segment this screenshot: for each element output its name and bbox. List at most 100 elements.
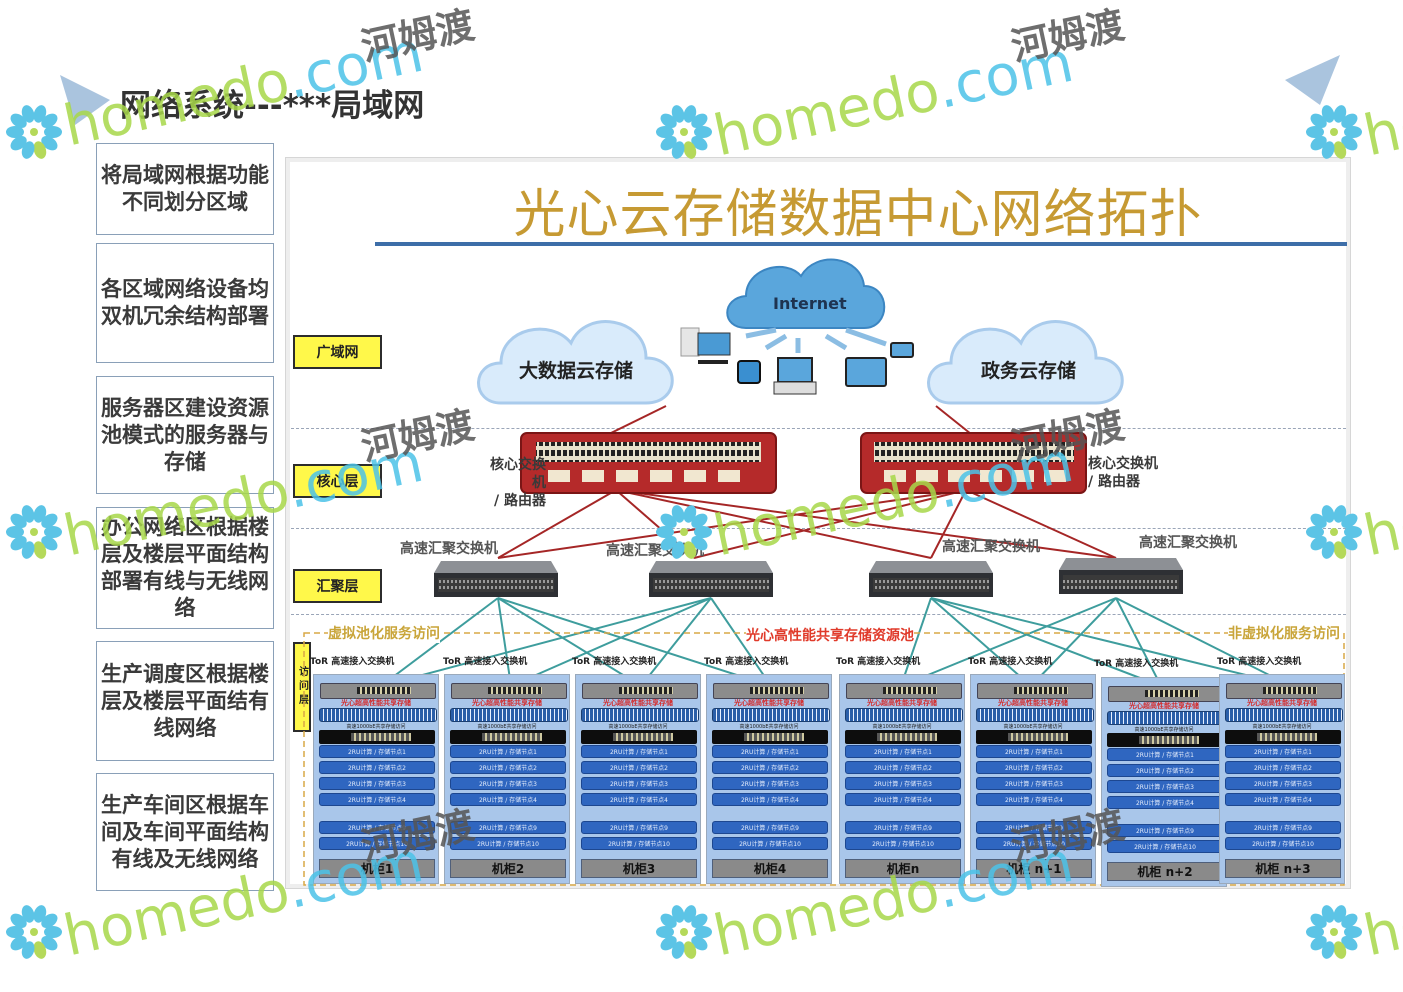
rack-net-title: 高速1000bE共享存储访问 [477, 724, 537, 730]
left-box-dispatch-zone: 生产调度区根据楼层及楼层平面结有线网络 [96, 641, 274, 761]
topology-diagram: 光心云存储数据中心网络拓扑 广域网 核心层 汇聚层 访问层 [285, 157, 1351, 889]
homedo-flower-logo-icon [656, 505, 712, 559]
disk-array-icon [712, 708, 830, 722]
rack-net-title: 高速1000bE共享存储访问 [872, 724, 932, 730]
storage-switch-icon [581, 730, 697, 744]
compute-storage-node: 2RU计算 / 存储节点10 [1225, 837, 1341, 850]
tor-switch-icon [582, 683, 698, 699]
compute-storage-node: 2RU计算 / 存储节点2 [319, 761, 435, 774]
petal [1321, 905, 1335, 923]
watermark-cn: 河姆渡 [357, 2, 479, 70]
core-label-line: 核心交换机 [1088, 456, 1158, 472]
bigdata-cloud-icon [477, 320, 674, 405]
watermark-brand: homedo [1358, 858, 1403, 970]
core-switch-right-icon [860, 432, 1087, 494]
rack-storage-title: 光心超高性能共享存储 [341, 699, 411, 707]
rack-name: 机柜 n+2 [1107, 862, 1223, 881]
petal [683, 505, 697, 523]
petal [1333, 141, 1347, 159]
compute-storage-node: 2RU计算 / 存储节点2 [976, 761, 1092, 774]
compute-storage-node: 2RU计算 / 存储节点9 [976, 821, 1092, 834]
layer-divider [291, 428, 1346, 429]
petal [41, 513, 58, 529]
switch-ports [883, 687, 937, 694]
petal [1310, 935, 1327, 951]
flower-center [30, 128, 38, 136]
petal [1321, 505, 1335, 523]
diagram-title: 光心云存储数据中心网络拓扑 [513, 185, 1203, 245]
petal [1333, 505, 1347, 523]
homedo-flower-logo-icon [6, 105, 62, 159]
petal [10, 113, 27, 129]
compute-storage-node: 2RU计算 / 存储节点3 [712, 777, 828, 790]
compute-storage-node: 2RU计算 / 存储节点1 [976, 745, 1092, 758]
petal [1344, 126, 1362, 138]
compute-storage-node: 2RU计算 / 存储节点4 [450, 793, 566, 806]
decorative-triangle-icon [1285, 55, 1340, 105]
rack-storage-title: 光心超高性能共享存储 [1247, 699, 1317, 707]
petal [660, 135, 677, 151]
internet-cloud-label: Internet [773, 294, 847, 313]
internet-cloud-icon [726, 258, 886, 329]
petal [683, 541, 697, 559]
petal [1333, 105, 1347, 123]
switch-ports [877, 733, 937, 741]
petal [671, 905, 685, 923]
petal [691, 135, 708, 151]
petal [21, 905, 35, 923]
rack-storage-title: 光心超高性能共享存储 [603, 699, 673, 707]
petal [10, 913, 27, 929]
petal [1333, 905, 1347, 923]
petal [671, 105, 685, 123]
storage-switch-icon [845, 730, 961, 744]
storage-switch-icon [712, 730, 828, 744]
petal [33, 105, 47, 123]
flower-center [1330, 928, 1338, 936]
agg-switch-3-icon [869, 561, 993, 597]
zone-label-virtual: 虚拟池化服务访问 [328, 623, 440, 643]
agg-switch-4-label: 高速汇聚交换机 [1139, 535, 1237, 551]
page-title: 网络系统---***局域网 [120, 88, 425, 124]
compute-storage-node: 2RU计算 / 存储节点4 [845, 793, 961, 806]
petal [21, 105, 35, 123]
switch-ports [1008, 733, 1068, 741]
petal [671, 541, 685, 559]
tor-switch-label: ToR 高速接入交换机 [310, 657, 395, 667]
storage-switch-icon [976, 730, 1092, 744]
compute-storage-node: 2RU计算 / 存储节点4 [319, 793, 435, 806]
topology-links [303, 258, 1345, 886]
petal [683, 105, 697, 123]
compute-storage-node: 2RU计算 / 存储节点1 [450, 745, 566, 758]
switch-ports [1139, 736, 1199, 744]
petal [41, 913, 58, 929]
compute-storage-node: 2RU计算 / 存储节点9 [1225, 821, 1341, 834]
rack-storage-title: 光心超高性能共享存储 [867, 699, 937, 707]
petal [21, 541, 35, 559]
compute-storage-node: 2RU计算 / 存储节点3 [319, 777, 435, 790]
homedo-flower-logo-icon [656, 105, 712, 159]
petal [660, 935, 677, 951]
compute-storage-node: 2RU计算 / 存储节点4 [712, 793, 828, 806]
compute-storage-node: 2RU计算 / 存储节点10 [581, 837, 697, 850]
zone-label-non-virtual: 非虚拟化服务访问 [1228, 623, 1340, 643]
core-label-line: / 路由器 [1088, 474, 1140, 490]
petal [671, 941, 685, 959]
compute-storage-node: 2RU计算 / 存储节点3 [976, 777, 1092, 790]
petal [21, 505, 35, 523]
petal [1321, 941, 1335, 959]
rack-name: 机柜n [845, 859, 961, 878]
compute-storage-node: 2RU计算 / 存储节点3 [1225, 777, 1341, 790]
disk-array-icon [976, 708, 1094, 722]
compute-storage-node: 2RU计算 / 存储节点9 [712, 821, 828, 834]
compute-storage-node: 2RU计算 / 存储节点4 [976, 793, 1092, 806]
compute-storage-node: 2RU计算 / 存储节点3 [450, 777, 566, 790]
petal [1310, 135, 1327, 151]
left-box-server-zone: 服务器区建设资源池模式的服务器与存储 [96, 376, 274, 494]
compute-storage-node: 2RU计算 / 存储节点1 [845, 745, 961, 758]
petal [1341, 513, 1358, 529]
petal [660, 113, 677, 129]
left-box-redundancy: 各区域网络设备均双机冗余结构部署 [96, 243, 274, 363]
flower-center [680, 528, 688, 536]
compute-storage-node: 2RU计算 / 存储节点2 [712, 761, 828, 774]
petal [691, 535, 708, 551]
